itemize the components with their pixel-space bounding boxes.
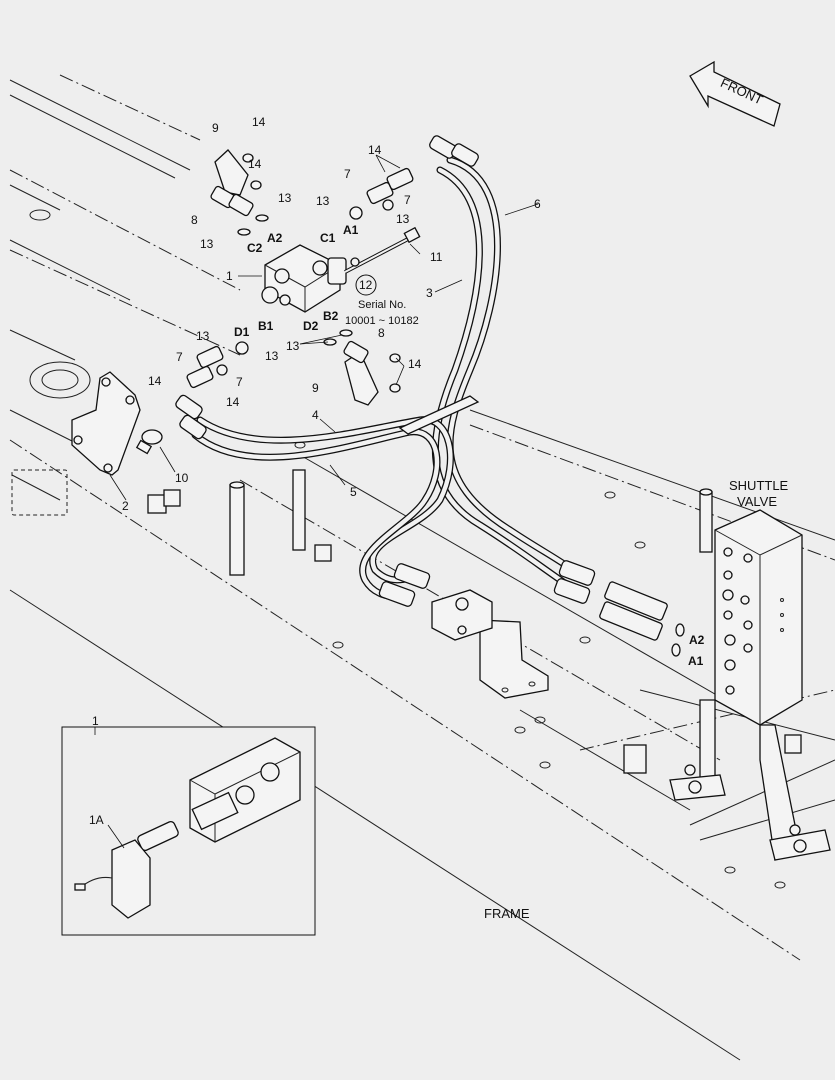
- label-part-8-upper: 8: [191, 213, 198, 227]
- label-part-7-a: 7: [344, 167, 351, 181]
- label-part-1: 1: [226, 269, 233, 283]
- label-part-4: 4: [312, 408, 319, 422]
- port-labels: A2 C2 A1 C1 B1 D1 B2 D2 A2 A1: [234, 223, 705, 668]
- bolt-10: [135, 429, 163, 455]
- label-part-13-f: 13: [265, 349, 279, 363]
- label-part-7-b: 7: [404, 193, 411, 207]
- hose-fitting-left-2: [179, 414, 207, 440]
- hose-fitting-bottom-2: [378, 581, 416, 607]
- shuttle-valve: [669, 509, 831, 861]
- serial-range: 10001 ~ 10182: [345, 315, 419, 327]
- shuttle-valve-label-line1: SHUTTLE: [729, 478, 789, 493]
- label-part-14-e: 14: [226, 395, 240, 409]
- label-part-11: 11: [430, 250, 443, 264]
- label-part-13-d: 13: [396, 212, 410, 226]
- label-part-8-lower: 8: [378, 326, 385, 340]
- frame-label: FRAME: [484, 906, 530, 921]
- port-label-b1: B1: [258, 319, 274, 333]
- port-label-d1: D1: [234, 325, 250, 339]
- inset-detail: [61, 726, 316, 936]
- label-part-13-c: 13: [316, 194, 330, 208]
- port-label-a2-valve: A2: [267, 231, 283, 245]
- label-part-14-a: 14: [252, 115, 266, 129]
- port-label-a2-shuttle: A2: [689, 633, 705, 647]
- port-label-c2: C2: [247, 241, 263, 255]
- hose-6: [446, 156, 584, 579]
- front-arrow: FRONT: [689, 60, 781, 127]
- port-label-b2: B2: [323, 309, 339, 323]
- part-labels: 9 14 14 13 8 13 14 7 7 13 13 6 11 1 3 13…: [89, 115, 541, 827]
- label-part-14-c: 14: [368, 143, 382, 157]
- label-part-10: 10: [175, 471, 189, 485]
- shuttle-valve-label-line2: VALVE: [737, 494, 777, 509]
- label-part-13-e: 13: [196, 329, 210, 343]
- label-part-14-f: 14: [408, 357, 422, 371]
- lower-right-fittings: [323, 329, 401, 406]
- hose-clamp: [398, 395, 480, 435]
- label-part-13-g: 13: [286, 339, 300, 353]
- label-part-3: 3: [426, 286, 433, 300]
- label-part-1-inset: 1: [92, 714, 99, 728]
- label-part-14-d: 14: [148, 374, 162, 388]
- upper-right-fittings: [349, 167, 414, 220]
- label-part-2: 2: [122, 499, 129, 513]
- label-part-12: 12: [359, 278, 373, 292]
- hose-fitting-left-1: [175, 394, 203, 420]
- hose-fitting-bottom-4: [553, 578, 591, 604]
- lower-valve-assembly: [431, 589, 549, 699]
- control-valve-1: [261, 244, 347, 313]
- hoses: [175, 135, 596, 607]
- upper-left-fittings: [210, 149, 269, 236]
- hose-4: [196, 416, 454, 584]
- port-label-c1: C1: [320, 231, 336, 245]
- port-label-a1-shuttle: A1: [688, 654, 704, 668]
- lower-left-fittings: [186, 341, 249, 389]
- serial-title: Serial No.: [358, 299, 406, 311]
- hose-fitting-bottom-1: [393, 563, 431, 589]
- label-part-13-b: 13: [200, 237, 214, 251]
- label-part-7-d: 7: [236, 375, 243, 389]
- hose-5: [191, 428, 441, 600]
- washer-12-part: [350, 257, 360, 267]
- check-valves: [599, 581, 685, 657]
- leader-lines: [107, 154, 539, 849]
- label-part-1a: 1A: [89, 813, 104, 827]
- hose-fitting-bottom-3: [558, 560, 596, 586]
- label-part-5: 5: [350, 485, 357, 499]
- port-label-a1-valve: A1: [343, 223, 359, 237]
- label-part-7-c: 7: [176, 350, 183, 364]
- label-part-9-lower: 9: [312, 381, 319, 395]
- hose-fitting-top-2: [451, 143, 479, 167]
- serial-note: 12 Serial No. 10001 ~ 10182: [345, 274, 419, 327]
- label-part-14-b: 14: [248, 157, 262, 171]
- label-part-9-upper: 9: [212, 121, 219, 135]
- bracket-2: [71, 371, 141, 476]
- port-label-d2: D2: [303, 319, 319, 333]
- label-part-13-a: 13: [278, 191, 292, 205]
- label-part-6: 6: [534, 197, 541, 211]
